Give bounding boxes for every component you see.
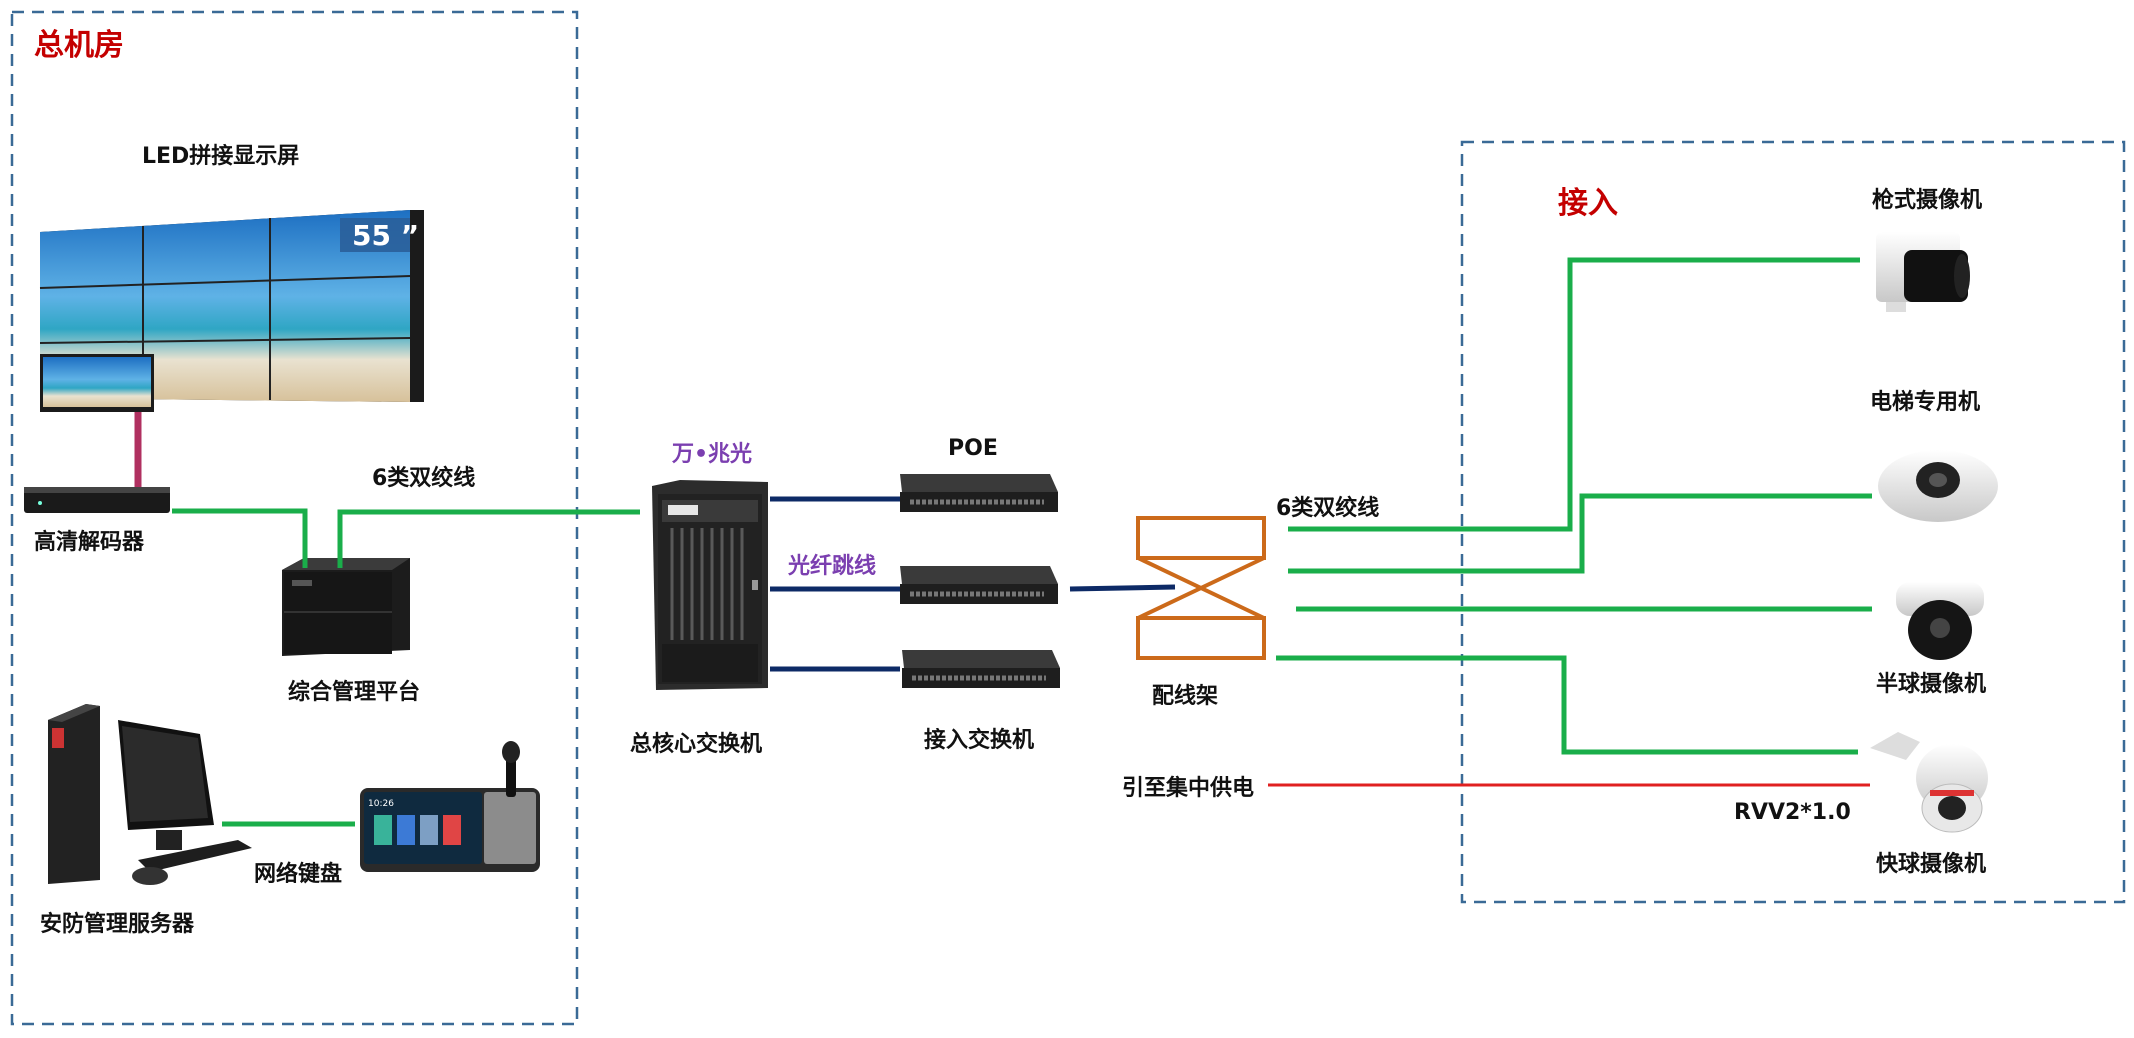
patch-panel-symbol (1136, 516, 1266, 660)
power-feed-label: 引至集中供电 (1122, 776, 1255, 801)
bullet-camera-image (1876, 232, 1970, 312)
network-keyboard-device: 10:26 (360, 741, 540, 872)
access-switch-3 (902, 650, 1060, 688)
security-server-pc (48, 704, 252, 885)
elevator-camera-image (1878, 450, 1998, 522)
main-room-title: 总机房 (34, 28, 124, 63)
led-wall-label: LED拼接显示屏 (142, 144, 300, 169)
dome-camera-image (1896, 582, 1984, 660)
fiber-patch-label: 光纤跳线 (788, 554, 877, 579)
mgmt-platform-label: 综合管理平台 (288, 680, 421, 705)
fiber-patch-links (770, 496, 1176, 672)
mgmt-platform-device (282, 558, 410, 656)
fiber-speed-label: 万•兆光 (672, 442, 753, 467)
poe-label: POE (948, 436, 998, 461)
led-wall-image (39, 210, 424, 488)
dome-camera-label: 半球摄像机 (1876, 672, 1987, 697)
speed-dome-camera-image (1870, 732, 1988, 833)
security-server-label: 安防管理服务器 (40, 912, 195, 937)
bullet-camera-label: 枪式摄像机 (1872, 188, 1983, 213)
access-switch-1 (900, 474, 1058, 512)
speed-dome-camera-label: 快球摄像机 (1876, 852, 1987, 877)
network-keyboard-label: 网络键盘 (254, 862, 343, 887)
access-switch-label: 接入交换机 (924, 728, 1035, 753)
access-room-title: 接入 (1558, 186, 1618, 221)
access-room-border (1460, 140, 2126, 904)
keyboard-screen-time: 10:26 (368, 799, 394, 809)
cat6-links-left (172, 508, 640, 827)
cable-cat6-left-label: 6类双绞线 (372, 466, 476, 491)
elevator-camera-label: 电梯专用机 (1870, 390, 1981, 415)
cat6-links-right (1276, 257, 1872, 755)
rvv-cable-label: RVV2*1.0 (1734, 800, 1851, 825)
hd-decoder-device (24, 487, 170, 513)
main-room-border (10, 10, 579, 1026)
access-switch-2 (900, 566, 1058, 604)
led-size-label: 55 ” (352, 219, 419, 252)
cable-cat6-right-label: 6类双绞线 (1276, 496, 1380, 521)
patch-panel-label: 配线架 (1152, 684, 1219, 709)
core-switch-label: 总核心交换机 (630, 732, 763, 757)
core-switch-device (652, 480, 768, 690)
hd-decoder-label: 高清解码器 (34, 530, 145, 555)
